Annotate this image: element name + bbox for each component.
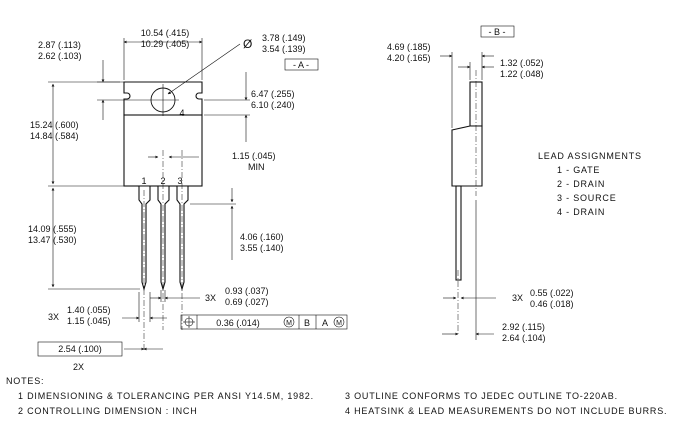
mmc-modifier-1: M: [286, 320, 292, 327]
pin-2: [157, 185, 170, 292]
shoulder-width-min-label: MIN: [248, 162, 265, 172]
lead-assignment-3: 3 - SOURCE: [557, 193, 617, 203]
lead-assignment-2: 2 - DRAIN: [557, 179, 605, 189]
pin-3-label: 3: [177, 176, 182, 186]
datum-a: - A -: [293, 60, 309, 70]
hole-diameter-min: 3.54 (.139): [262, 44, 306, 54]
tab-top-min: 2.62 (.103): [38, 51, 82, 61]
lead-length-min: 13.47 (.530): [28, 235, 77, 245]
side-view: - B - 4.69 (.185) 4.20 (.165) 1.32 (.052…: [387, 25, 574, 343]
lead-width-count: 3X: [48, 312, 59, 322]
shoulder-width-min: 1.15 (.045): [232, 151, 276, 161]
datum-b-frame: [480, 25, 515, 38]
shoulder-length-min: 3.55 (.140): [240, 243, 284, 253]
lead-width-max: 1.40 (.055): [67, 305, 111, 315]
note-3: 3 OUTLINE CONFORMS TO JEDEC OUTLINE TO-2…: [345, 391, 618, 401]
lead-length-max: 14.09 (.555): [28, 224, 77, 234]
body-height-max: 15.24 (.600): [30, 120, 79, 130]
lead-thickness-max: 0.93 (.037): [225, 286, 269, 296]
hole-diameter-max: 3.78 (.149): [262, 33, 306, 43]
note-2: 2 CONTROLLING DIMENSION : INCH: [18, 406, 198, 416]
lead-assignment-1: 1 - GATE: [557, 165, 600, 175]
tab-top-max: 2.87 (.113): [38, 40, 81, 50]
front-view: 1 2 3 4 10.54 (.415) 10.29 (.405) Ø 3.78…: [28, 28, 348, 372]
lead-thickness-count: 3X: [205, 293, 216, 303]
tab-thickness-min: 1.22 (.048): [500, 69, 544, 79]
note-ref-4: 4: [179, 108, 184, 118]
body-width-min: 10.29 (.405): [141, 39, 190, 49]
note-1: 1 DIMENSIONING & TOLERANCING PER ANSI Y1…: [18, 391, 314, 401]
body-depth-min: 4.20 (.165): [387, 53, 431, 63]
lead-assignment-4: 4 - DRAIN: [557, 207, 605, 217]
lead-offset-max: 2.92 (.115): [502, 322, 545, 332]
lead-offset-min: 2.64 (.104): [502, 333, 546, 343]
lead-assignments-title: LEAD ASSIGNMENTS: [538, 151, 642, 161]
lead-width-min: 1.15 (.045): [67, 316, 111, 326]
datum-a-frame: [284, 58, 319, 71]
body-height-min: 14.84 (.584): [30, 131, 79, 141]
datum-b: - B -: [489, 27, 506, 37]
lead-assignments: LEAD ASSIGNMENTS 1 - GATE 2 - DRAIN 3 - …: [538, 151, 642, 217]
pitch-frame: [37, 341, 123, 357]
datum-ref-a: A: [322, 318, 328, 328]
hole-position-min: 6.10 (.240): [251, 100, 295, 110]
lead-pitch: 2.54 (.100): [58, 344, 102, 354]
side-lead: [455, 185, 462, 281]
body-width-max: 10.54 (.415): [141, 28, 190, 38]
lead-thickness-min: 0.69 (.027): [225, 297, 269, 307]
note-4: 4 HEATSINK & LEAD MEASUREMENTS DO NOT IN…: [345, 406, 667, 416]
side-lead-min: 0.46 (.018): [530, 299, 574, 309]
datum-ref-b: B: [304, 318, 310, 328]
side-lead-count: 3X: [512, 293, 523, 303]
pin-3: [176, 185, 189, 292]
tab-thickness-max: 1.32 (.052): [500, 58, 544, 68]
mmc-modifier-2: M: [336, 320, 342, 327]
hole-diameter-symbol: Ø: [243, 37, 252, 51]
side-lead-max: 0.55 (.022): [530, 288, 574, 298]
pin-2-label: 2: [160, 176, 165, 186]
body-depth-max: 4.69 (.185): [387, 42, 431, 52]
notes-title: NOTES:: [6, 376, 44, 386]
hole-position-max: 6.47 (.255): [251, 89, 295, 99]
side-body: [451, 125, 483, 187]
pin-1: [138, 185, 151, 292]
feature-control-frame: 0.36 (.014) M B A M: [180, 314, 348, 330]
notes: NOTES: 1 DIMENSIONING & TOLERANCING PER …: [6, 376, 667, 416]
pin-1-label: 1: [141, 176, 146, 186]
position-tolerance: 0.36 (.014): [216, 318, 260, 328]
shoulder-length-max: 4.06 (.160): [240, 232, 284, 242]
pitch-count: 2X: [73, 362, 84, 372]
